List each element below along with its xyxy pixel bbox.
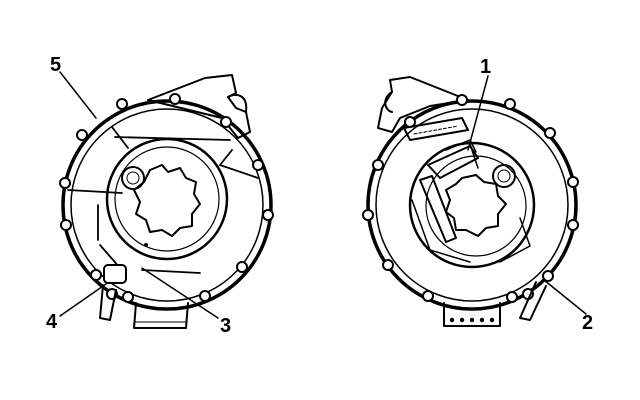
left-top-bracket <box>147 74 251 139</box>
right-bracket-notch <box>384 91 393 113</box>
callout-2: 2 <box>582 312 594 334</box>
right-port <box>492 164 516 188</box>
left-sensor <box>103 264 127 284</box>
leader-2 <box>543 279 587 315</box>
left-bracket-notch <box>227 93 248 113</box>
left-port <box>121 166 145 190</box>
left-outer-ring <box>61 99 273 311</box>
right-top-bracket <box>377 76 469 133</box>
callout-4: 4 <box>46 311 58 333</box>
leader-4 <box>59 283 107 317</box>
connector-pins <box>449 317 495 323</box>
right-housing <box>362 76 579 327</box>
leader-5 <box>59 71 97 119</box>
left-bolts <box>59 93 274 303</box>
right-inner-rim <box>375 108 569 302</box>
left-bottom-plate <box>133 302 189 329</box>
leader-3 <box>141 267 219 319</box>
right-top-slot <box>403 117 469 141</box>
leader-1 <box>467 75 489 151</box>
right-outer-ring <box>366 99 578 311</box>
right-bottom-connector <box>443 302 501 327</box>
left-hub-inner <box>114 146 220 252</box>
callout-5: 5 <box>50 54 62 76</box>
right-sensor-lead <box>519 281 547 321</box>
left-hub-outer <box>105 137 229 261</box>
left-sensor-lead <box>99 284 117 321</box>
callout-3: 3 <box>220 315 232 337</box>
left-spline-bore <box>133 164 201 237</box>
left-housing <box>59 74 274 329</box>
left-leaders <box>59 71 219 319</box>
right-bolts <box>362 94 579 303</box>
right-leaders <box>467 75 587 315</box>
callout-1: 1 <box>480 56 492 78</box>
left-inner-rim <box>70 108 264 302</box>
right-valve-body <box>427 145 479 179</box>
right-hub-inner <box>425 155 527 257</box>
right-spline-bore <box>445 174 507 237</box>
